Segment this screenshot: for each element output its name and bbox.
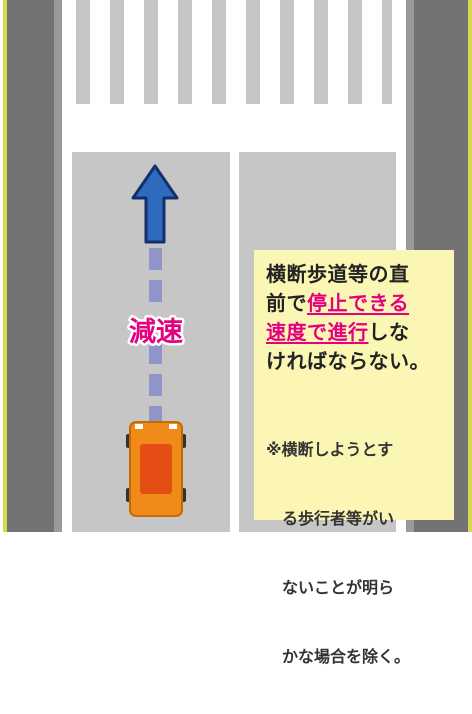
rule-phrase: 横断歩道等の直 <box>266 262 410 286</box>
exception-line: ※横断しようとす <box>266 440 394 459</box>
rule-exception-text: ※横断しようとす る歩行者等がい ないことが明ら かな場合を除く。 <box>266 392 442 714</box>
lane-divider <box>230 152 239 532</box>
rule-phrase: しな <box>368 320 410 344</box>
rule-line: 横断歩道等の直 <box>266 260 442 289</box>
car-icon <box>126 421 186 517</box>
decel-label-text: 減速 <box>129 317 183 348</box>
stop-zone <box>62 104 406 152</box>
exception-line: ないことが明ら <box>266 578 395 597</box>
rule-line: 前で停止できる <box>266 289 442 318</box>
left-sidewalk <box>3 0 54 532</box>
exception-line: かな場合を除く。 <box>266 647 411 666</box>
highlighted-phrase: 速度で進行 <box>266 320 369 344</box>
rule-line: ければならない。 <box>266 347 442 376</box>
highlighted-phrase: 停止できる <box>307 291 410 315</box>
decel-label: 減速 <box>117 312 195 351</box>
up-arrow-icon <box>131 164 179 244</box>
exception-line: る歩行者等がい <box>266 509 395 528</box>
rule-note: 横断歩道等の直前で停止できる速度で進行しなければならない。 ※横断しようとす る… <box>254 250 454 666</box>
rule-main-text: 横断歩道等の直前で停止できる速度で進行しなければならない。 <box>266 260 442 376</box>
rule-line: 速度で進行しな <box>266 318 442 347</box>
rule-phrase: ければならない。 <box>266 349 430 373</box>
rule-phrase: 前で <box>266 291 307 315</box>
